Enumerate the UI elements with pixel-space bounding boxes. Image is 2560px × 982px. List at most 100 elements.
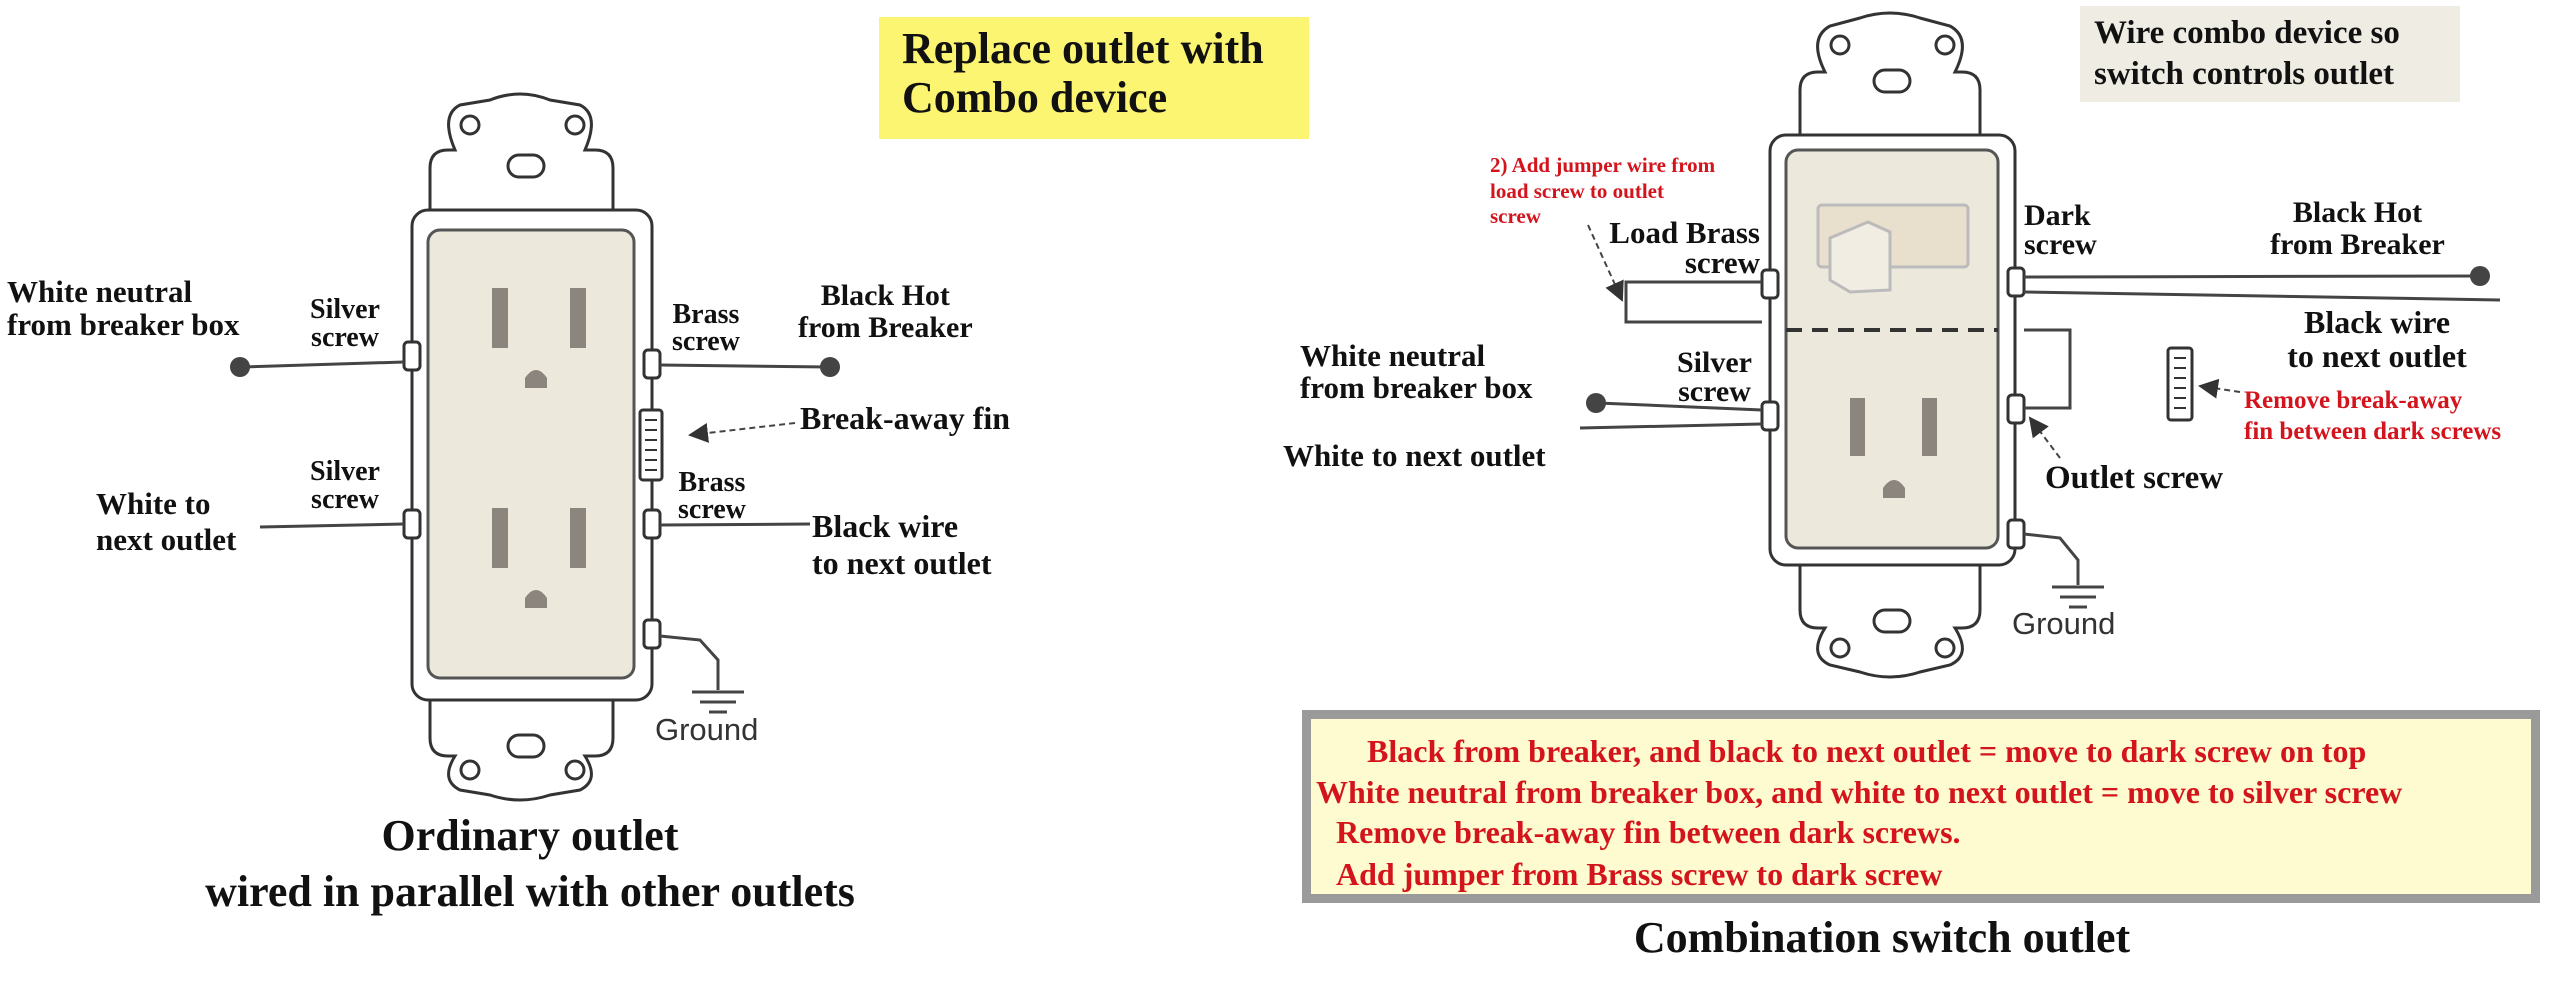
right-remove-fin-line2: fin between dark screws: [2244, 418, 2502, 446]
white-neutral-wire: [241, 360, 405, 369]
remove-fin-arrow: [2198, 378, 2241, 399]
outlet-screw: [2006, 393, 2026, 425]
top-ear-hole-right: [564, 114, 586, 136]
jumper-wire-outlet-side: [2024, 328, 2072, 410]
right-white-to-next-label: White to next outlet: [1283, 438, 1546, 473]
left-white-to-next-line2: next outlet: [96, 521, 237, 557]
right-black-hot-line1: Black Hot: [2292, 196, 2423, 229]
bottom-ear-hole-right: [564, 759, 586, 781]
combo-bottom-mounting-ear: [1798, 558, 1982, 679]
white-neutral-terminal-dot: [230, 357, 250, 377]
instruction-line-2: White neutral from breaker box, and whit…: [1316, 774, 2403, 810]
removed-break-away-fin: [2166, 346, 2194, 422]
combo-ground-wire: [2023, 532, 2080, 585]
combo-black-to-next-wire: [2023, 290, 2501, 302]
right-jumper-note-line1: 2) Add jumper wire from: [1490, 153, 1716, 177]
left-black-hot-label: Black Hot from Breaker: [798, 279, 973, 345]
right-title-line2: switch controls outlet: [2094, 55, 2395, 92]
left-white-neutral-line1: White neutral: [7, 274, 193, 309]
left-title-line2: Combo device: [902, 73, 1168, 123]
right-white-neutral-label: White neutral from breaker box: [1300, 339, 1533, 406]
combo-top-mounting-ear: [1798, 11, 1982, 142]
left-white-to-next-label: White to next outlet: [96, 486, 236, 557]
combo-top-ear-hole-right: [1934, 34, 1956, 56]
ordinary-outlet-wires: [241, 360, 829, 714]
combo-bottom-ear-slot: [1872, 608, 1912, 634]
left-silver-screw-bottom-label: Silver screw: [310, 458, 380, 514]
ground-symbol: [692, 690, 744, 714]
right-outlet-screw-label: Outlet screw: [2045, 460, 2224, 496]
right-black-hot-line2: from Breaker: [2270, 228, 2445, 262]
outlet-face: [426, 228, 636, 680]
left-brass-bottom-line1: Brass: [678, 467, 746, 498]
combo-device-wires: [1579, 224, 2501, 609]
instruction-line-1: Black from breaker, and black to next ou…: [1367, 733, 2367, 769]
left-title-text: Replace outlet with Combo device: [902, 24, 1264, 123]
black-hot-terminal-dot: [820, 357, 840, 377]
left-black-next-line1: Black wire: [812, 508, 959, 544]
left-silver-screw-top-label: Silver screw: [310, 296, 380, 352]
jumper-wire-load-side: [1624, 280, 1762, 324]
bottom-ear-slot: [506, 733, 546, 759]
left-brass-screw-bottom-label: Brass screw: [678, 467, 746, 523]
left-silver-top-line2: screw: [311, 322, 379, 353]
right-dark-screw-line1: Dark: [2024, 199, 2091, 232]
left-caption-line2: wired in parallel with other outlets: [205, 867, 855, 917]
top-ear-hole-left: [459, 114, 481, 136]
dark-screw: [2006, 266, 2026, 298]
right-black-wire-next-label: Black wire to next outlet: [2270, 304, 2484, 375]
top-receptacle-slot-left: [492, 288, 508, 348]
load-brass-screw: [1760, 268, 1780, 300]
right-black-next-line2: to next outlet: [2287, 338, 2467, 375]
combo-bottom-ear-hole-left: [1829, 637, 1851, 659]
left-ground-label: Ground: [655, 712, 759, 747]
left-silver-bottom-line1: Silver: [310, 456, 380, 487]
left-caption: Ordinary outlet wired in parallel with o…: [180, 808, 880, 921]
bottom-ear-hole-left: [459, 759, 481, 781]
combo-white-to-next-wire: [1579, 422, 1763, 430]
silver-screw-top: [402, 340, 422, 372]
brass-screw-top: [642, 348, 662, 380]
left-silver-top-line1: Silver: [310, 294, 380, 325]
combo-black-hot-wire: [2023, 274, 2479, 279]
left-white-neutral-label: White neutral from breaker box: [7, 274, 240, 342]
left-brass-screw-top-label: Brass screw: [672, 299, 740, 357]
left-white-to-next-line1: White to: [96, 486, 211, 521]
left-brass-top-line2: screw: [672, 325, 740, 357]
combo-ground-symbol: [2052, 585, 2104, 609]
left-title-line1: Replace outlet with: [902, 24, 1264, 73]
right-jumper-note-line3: screw: [1490, 204, 1541, 229]
ground-wire: [659, 634, 720, 690]
top-receptacle-slot-right: [570, 288, 586, 348]
right-caption: Combination switch outlet: [1633, 913, 2131, 962]
combo-receptacle-slot-left: [1850, 398, 1865, 456]
right-black-next-line1: Black wire: [2303, 304, 2451, 340]
right-jumper-note-line2: load screw to outlet: [1490, 178, 1664, 203]
right-white-neutral-line2: from breaker box: [1300, 370, 1533, 406]
right-silver-screw-line1: Silver: [1677, 346, 1752, 379]
ground-screw: [642, 618, 662, 650]
bottom-receptacle-slot-right: [570, 508, 586, 568]
instruction-line-4: Add jumper from Brass screw to dark scre…: [1336, 856, 1943, 892]
bottom-receptacle-slot-left: [492, 508, 508, 568]
silver-screw-bottom: [402, 508, 422, 540]
bottom-receptacle-ground-hole: [525, 590, 547, 608]
ordinary-outlet-drawing: [402, 92, 664, 802]
right-dark-screw-label: Dark screw: [2024, 199, 2097, 260]
combo-black-hot-terminal-dot: [2470, 266, 2490, 286]
left-brass-top-line1: Brass: [672, 299, 740, 330]
left-white-neutral-line2: from breaker box: [7, 306, 240, 342]
right-remove-fin-line1: Remove break-away: [2244, 387, 2463, 414]
combo-receptacle-ground-hole: [1883, 480, 1905, 498]
right-load-brass-screw-label: Load Brass screw: [1586, 217, 1760, 279]
left-black-wire-next-label: Black wire to next outlet: [812, 508, 992, 582]
left-silver-bottom-line2: screw: [311, 484, 379, 515]
left-break-away-fin-label: Break-away fin: [800, 400, 1011, 436]
right-title-text: Wire combo device so switch controls out…: [2094, 13, 2400, 94]
top-receptacle-ground-hole: [525, 370, 547, 388]
combo-top-ear-hole-left: [1829, 34, 1851, 56]
right-silver-screw-line2: screw: [1678, 375, 1751, 409]
combo-receptacle-slot-right: [1922, 398, 1937, 456]
instruction-line-3: Remove break-away fin between dark screw…: [1336, 814, 1961, 850]
brass-screw-bottom: [642, 508, 662, 540]
